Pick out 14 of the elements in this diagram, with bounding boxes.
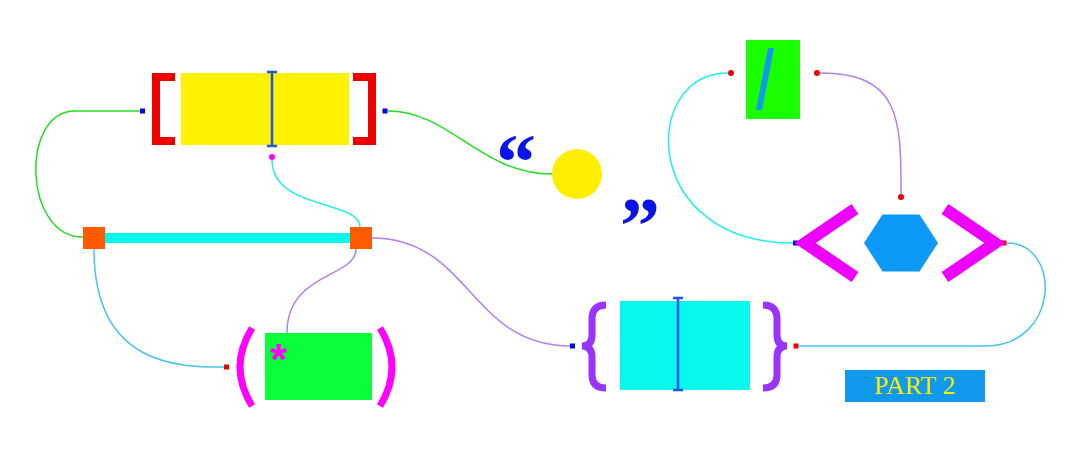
- curved-connector: [35, 110, 141, 238]
- curved-connector: [819, 72, 902, 195]
- part-label: PART 2: [845, 370, 985, 402]
- quotation-mark: ”: [620, 186, 660, 266]
- curved-connector: [387, 110, 553, 175]
- curved-connector: [798, 242, 1046, 347]
- curved-connector: [667, 72, 794, 244]
- thick-connector: [105, 233, 350, 243]
- asterisk-symbol: *: [270, 338, 288, 382]
- curved-connector: [371, 237, 571, 347]
- curved-connector: [271, 159, 361, 228]
- curved-connector: [286, 248, 357, 334]
- quotation-mark: “: [496, 122, 536, 202]
- curved-connector: [93, 248, 225, 368]
